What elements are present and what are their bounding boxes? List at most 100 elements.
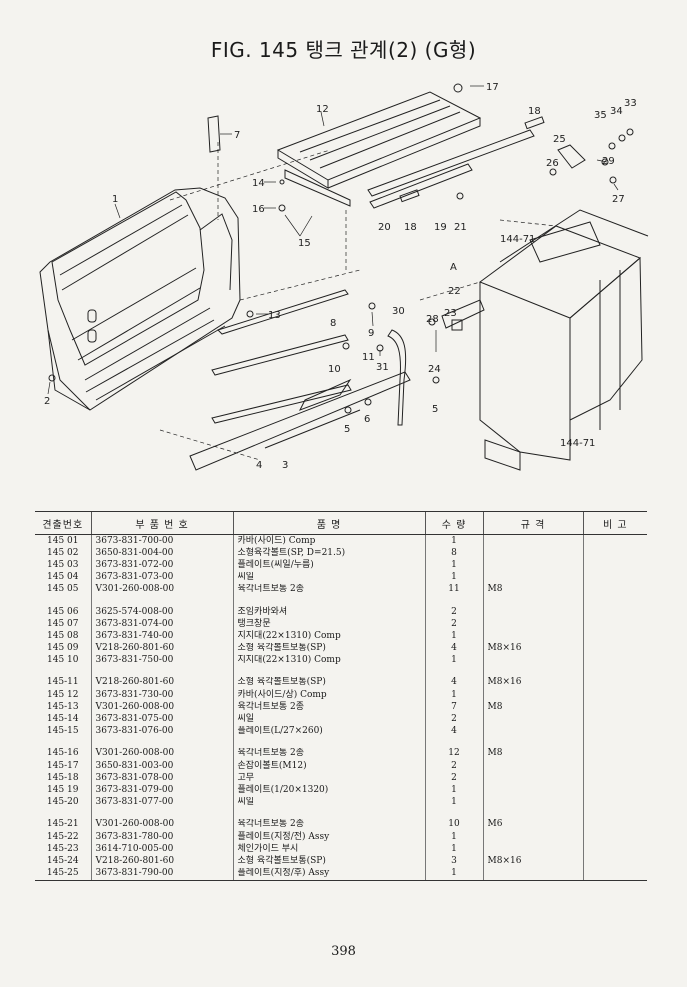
quantity-cell: 4 <box>424 725 483 738</box>
empty-cell <box>482 737 583 748</box>
index-no-cell: 145-25 <box>35 867 91 881</box>
empty-cell <box>482 666 583 677</box>
quantity-cell: 2 <box>424 713 483 726</box>
index-no-cell: 145-16 <box>46 748 79 759</box>
remarks-cell <box>582 571 647 584</box>
part-name-cell: 카바(사이드/상) Comp <box>232 689 425 702</box>
svg-text:3: 3 <box>282 460 288 471</box>
empty-cell <box>424 666 483 677</box>
svg-text:12: 12 <box>316 104 329 115</box>
remarks-cell <box>582 760 647 773</box>
empty-cell <box>482 808 583 819</box>
part-no-cell: 3673-831-730-00 <box>90 689 233 702</box>
quantity-cell: 2 <box>424 618 483 631</box>
index-no-cell: 145 10 <box>47 655 79 666</box>
part-name-cell: 육각너트보통 2종 <box>232 701 425 714</box>
part-name-cell: 육각너트보통 2종 <box>232 583 425 596</box>
header-index-no: 견출번호 <box>35 511 91 535</box>
empty-cell <box>232 595 425 606</box>
bracket-22-23 <box>441 299 485 329</box>
index-no-cell: 145-21 <box>46 819 79 830</box>
svg-text:21: 21 <box>454 222 467 233</box>
quantity-cell: 1 <box>424 654 483 667</box>
part-no-cell: 3673-831-750-00 <box>90 654 233 667</box>
support-rail-lower <box>211 384 352 424</box>
index-no-cell: 145-20 <box>46 797 79 808</box>
svg-text:14: 14 <box>252 178 265 189</box>
spec-cell: M8 <box>482 583 583 596</box>
empty-cell <box>582 737 647 748</box>
side-cover-drawing <box>39 187 241 411</box>
svg-text:26: 26 <box>546 158 559 169</box>
svg-text:17: 17 <box>486 82 499 93</box>
empty-cell <box>35 596 91 606</box>
index-no-cell: 145-11 <box>46 677 79 688</box>
tank-body-drawing <box>478 209 649 471</box>
empty-cell <box>424 737 483 748</box>
quantity-cell: 1 <box>424 830 483 844</box>
part-no-cell: 3673-831-075-00 <box>90 713 233 726</box>
svg-text:22: 22 <box>448 286 461 297</box>
quantity-cell: 1 <box>424 784 483 797</box>
svg-text:11: 11 <box>362 352 375 363</box>
svg-text:16: 16 <box>252 204 265 215</box>
remarks-cell <box>582 559 647 572</box>
svg-text:8: 8 <box>330 318 336 329</box>
part-no-cell: 3673-831-700-00 <box>90 534 233 548</box>
quantity-cell: 7 <box>424 701 483 714</box>
empty-cell <box>90 737 233 748</box>
part-no-cell: 3673-831-079-00 <box>90 784 233 797</box>
svg-text:6: 6 <box>364 414 370 425</box>
quantity-cell: 1 <box>424 630 483 643</box>
remarks-cell <box>582 701 647 714</box>
part-no-cell: 3673-831-740-00 <box>90 630 233 643</box>
spec-cell <box>482 618 583 631</box>
remarks-cell <box>582 867 647 881</box>
index-no-cell: 145-17 <box>46 760 79 771</box>
part-name-cell: 플레이트(L/27×260) <box>232 725 425 738</box>
support-rail-10 <box>211 334 349 376</box>
table-group-gap <box>35 595 647 606</box>
spec-cell <box>482 654 583 667</box>
table-group-gap <box>35 808 647 819</box>
index-no-cell: 145 07 <box>47 618 79 629</box>
remarks-cell <box>582 654 647 667</box>
quantity-cell: 1 <box>424 571 483 584</box>
empty-cell <box>582 595 647 606</box>
svg-text:4: 4 <box>256 460 262 471</box>
spec-cell <box>482 689 583 702</box>
quantity-cell: 10 <box>424 818 483 831</box>
index-no-cell: 145 05 <box>47 584 79 595</box>
empty-cell <box>35 667 91 677</box>
page-number: 398 <box>331 944 356 959</box>
index-no-cell: 145-13 <box>46 701 79 712</box>
svg-text:9: 9 <box>368 328 374 339</box>
spec-cell: M6 <box>482 818 583 831</box>
remarks-cell <box>582 747 647 760</box>
part-no-cell: 3650-831-004-00 <box>90 547 233 560</box>
empty-cell <box>232 808 425 819</box>
part-name-cell: 씨일 <box>232 713 425 726</box>
strip-20 <box>369 163 473 209</box>
remarks-cell <box>582 772 647 785</box>
spec-cell <box>482 796 583 809</box>
remarks-cell <box>582 689 647 702</box>
spec-cell: M8×16 <box>482 855 583 868</box>
quantity-cell: 4 <box>424 642 483 655</box>
remarks-cell <box>582 796 647 809</box>
header-part-no: 부 품 번 호 <box>90 511 233 535</box>
quantity-cell: 11 <box>424 583 483 596</box>
spec-cell: M8 <box>482 747 583 760</box>
